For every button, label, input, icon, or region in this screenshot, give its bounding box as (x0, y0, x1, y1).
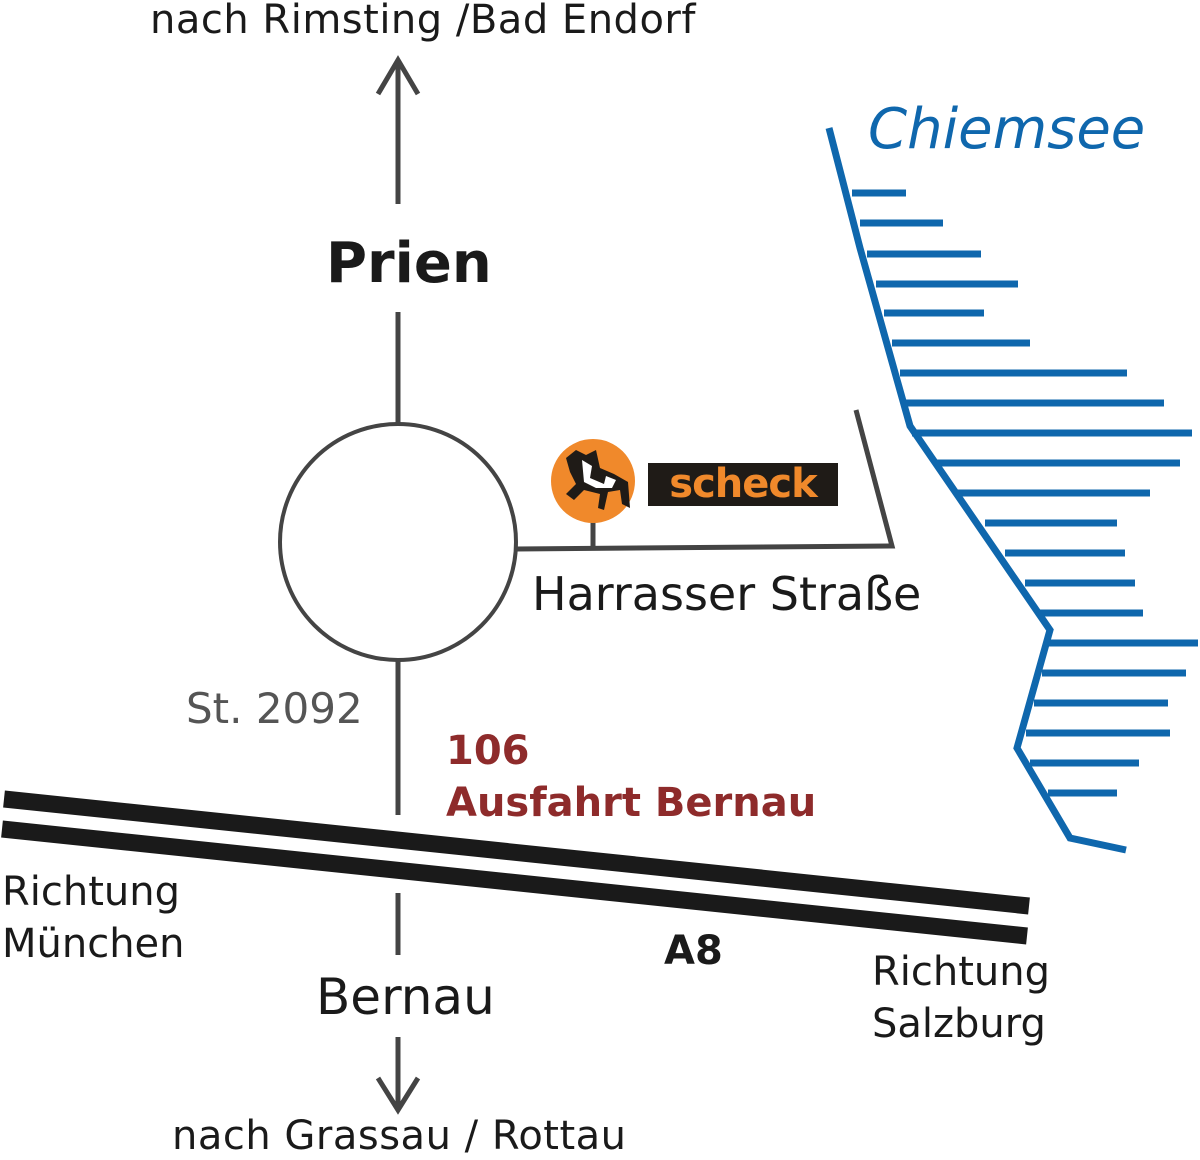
direction-west-label: Richtung München (2, 866, 185, 970)
town-prien-label: Prien (326, 231, 492, 296)
north-destination-label: nach Rimsting /Bad Endorf (150, 0, 696, 43)
exit-number-label: 106 (446, 728, 530, 774)
motorway-label: A8 (664, 928, 723, 974)
south-destination-label: nach Grassau / Rottau (172, 1113, 627, 1159)
direction-west-line2: München (2, 921, 185, 967)
lake-shoreline (825, 127, 1127, 854)
road-number-label: St. 2092 (186, 684, 363, 733)
scheck-brand-wordmark: scheck (648, 463, 838, 506)
exit-name-label: Ausfahrt Bernau (446, 780, 817, 826)
arrow-up-icon (375, 55, 421, 96)
street-name-label: Harrasser Straße (532, 567, 922, 621)
lake-hatching (852, 189, 1198, 797)
a8-motorway (1, 790, 1030, 945)
direction-east-line2: Salzburg (872, 1001, 1046, 1047)
roundabout (278, 422, 518, 662)
lake-name-label: Chiemsee (868, 97, 1146, 162)
horse-logo-icon (551, 439, 635, 523)
arrow-down-icon (375, 1076, 421, 1115)
direction-west-line1: Richtung (2, 869, 181, 915)
direction-east-line1: Richtung (872, 949, 1051, 995)
town-bernau-label: Bernau (316, 968, 495, 1026)
direction-east-label: Richtung Salzburg (872, 946, 1050, 1050)
chiemsee-lake-shape (825, 127, 1198, 854)
state-road (278, 55, 518, 1115)
